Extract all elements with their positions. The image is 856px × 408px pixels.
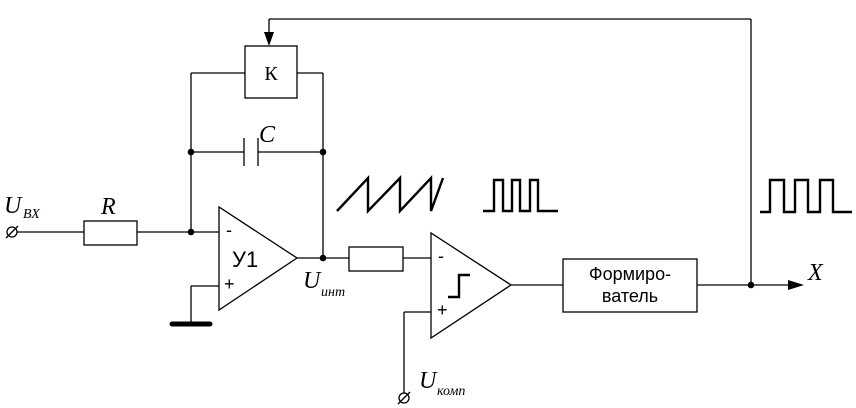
label-capacitor-c: C [259,122,276,148]
input-terminal-slash [5,225,19,239]
label-opamp1-minus: - [226,220,232,240]
label-output-x: X [807,260,824,286]
label-opamp-u1: У1 [232,247,258,272]
label-u-int: U [303,268,322,294]
square-waveform-output [760,178,852,214]
junction-dot [187,228,195,236]
junction-dot [319,148,327,156]
label-resistor-r: R [100,194,116,220]
output-arrow [788,280,804,290]
sawtooth-waveform [336,174,445,215]
resistor-r [83,220,138,246]
comparator [430,231,513,340]
label-opamp1-plus: + [224,274,235,294]
label-u-in: U [4,193,23,219]
opamp-u1 [218,205,299,312]
switch-k-box [244,45,298,99]
square-waveform-comparator [483,178,558,213]
junction-dot [187,148,195,156]
label-comp-plus: + [437,300,448,320]
label-u-in-sub: ВХ [23,207,40,222]
label-shaper-line1: Формиро- [589,264,671,284]
label-u-comp: U [419,368,438,394]
label-comp-minus: - [438,246,444,266]
comparator-step-symbol [448,273,470,299]
label-switch-k: К [264,63,278,85]
label-shaper-line2: ватель [602,286,658,306]
label-u-comp-sub: комп [437,384,465,399]
resistor-2 [348,246,404,272]
label-u-int-sub: инт [321,285,345,300]
feedback-arrow [264,32,274,46]
ucomp-terminal-slash [397,391,411,405]
